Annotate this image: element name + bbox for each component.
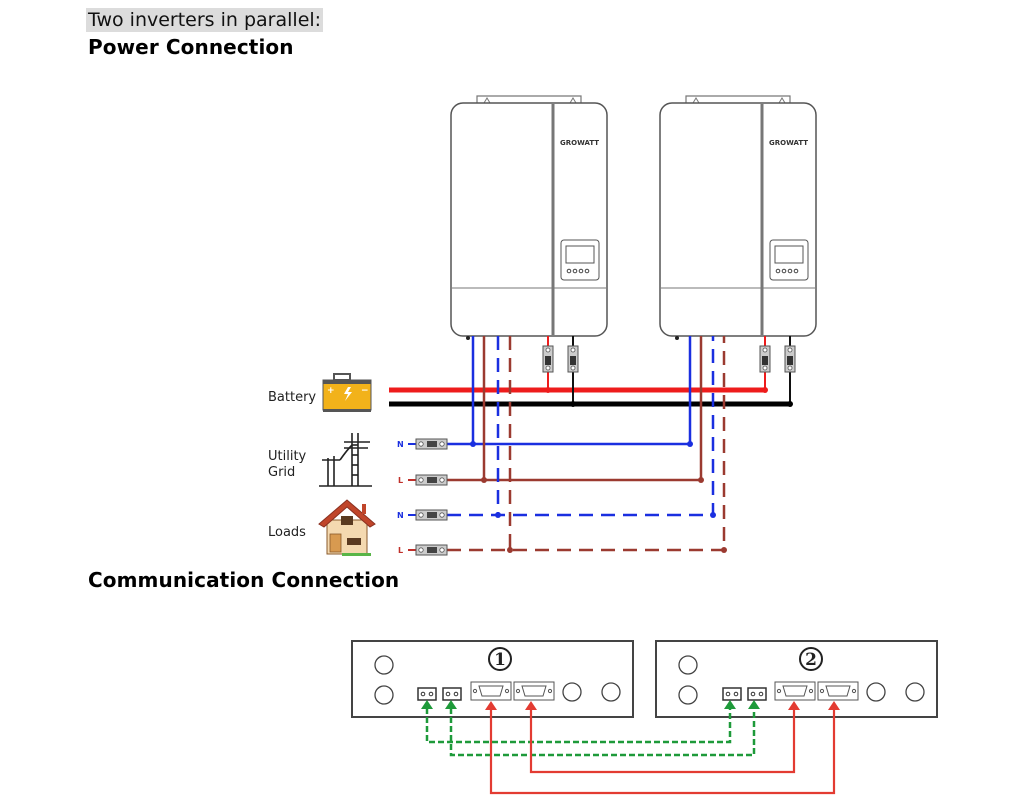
communication-connection-heading: Communication Connection (88, 568, 400, 592)
ground-terminal (675, 336, 679, 340)
svg-text:+: + (327, 386, 335, 396)
sync-port (722, 687, 742, 701)
dc-breaker (567, 345, 579, 373)
dc-breaker (759, 345, 771, 373)
power-connection-heading: Power Connection (88, 35, 294, 59)
current-cable-2 (489, 708, 836, 795)
panel-number-circle (488, 647, 512, 671)
bracket-hooks (692, 97, 786, 104)
panel-number: 1 (494, 650, 506, 670)
button-icon (781, 268, 787, 274)
panel-number-circle (799, 647, 823, 671)
inverter-body (450, 102, 608, 337)
mounting-bracket (685, 95, 791, 103)
sync-arrow-icons (421, 700, 760, 709)
grid-neutral-label: N (397, 440, 404, 449)
button-icon (793, 268, 799, 274)
load-neutral-label: N (397, 511, 404, 520)
brand-logo: GROWATT (560, 139, 599, 147)
utility-label-line1: Utility (268, 449, 307, 464)
port-hole (562, 682, 582, 702)
load-line-label: L (398, 546, 403, 555)
dc-breaker (542, 345, 554, 373)
db9-port (513, 681, 555, 701)
utility-pole-icon (319, 433, 372, 487)
sync-cable-2 (449, 708, 756, 757)
port-hole (905, 682, 925, 702)
brand-logo: GROWATT (769, 139, 808, 147)
utility-label-line2: Grid (268, 465, 295, 480)
comm-panel-2: 2 (655, 640, 938, 718)
ac-breaker-grid-l (408, 474, 448, 486)
grid-line-label: L (398, 476, 403, 485)
battery-icon: + − (322, 373, 372, 412)
battery-negative-bus (389, 336, 793, 407)
ac-breaker-load-n (408, 509, 448, 521)
port-hole (374, 685, 394, 705)
dc-breaker (784, 345, 796, 373)
inverter-1: GROWATT (450, 95, 608, 340)
house-icon (318, 499, 376, 556)
port-hole (601, 682, 621, 702)
button-icon (578, 268, 584, 274)
ground-terminal (466, 336, 470, 340)
load-neutral-wire (447, 336, 715, 517)
svg-text:−: − (361, 386, 369, 396)
ac-breaker-load-l (408, 544, 448, 556)
db9-port (774, 681, 816, 701)
battery-positive-bus (389, 336, 768, 393)
db9-port (817, 681, 859, 701)
button-icon (584, 268, 590, 274)
button-icon (787, 268, 793, 274)
panel-number: 2 (805, 650, 817, 670)
inverter-2: GROWATT (659, 95, 817, 340)
port-hole (374, 655, 394, 675)
bracket-hooks (483, 97, 577, 104)
current-cable-1 (529, 708, 796, 774)
sync-port (417, 687, 437, 701)
button-icon (572, 268, 578, 274)
button-icon (566, 268, 572, 274)
port-hole (678, 655, 698, 675)
port-hole (866, 682, 886, 702)
mounting-bracket (476, 95, 582, 103)
port-hole (678, 685, 698, 705)
lcd-display (560, 239, 600, 281)
intro-text: Two inverters in parallel: (86, 8, 324, 32)
sync-cable-1 (425, 708, 732, 744)
sync-port (747, 687, 767, 701)
ac-breaker-grid-n (408, 438, 448, 450)
sync-port (442, 687, 462, 701)
loads-label: Loads (268, 525, 306, 540)
inverter-body (659, 102, 817, 337)
lcd-display (769, 239, 809, 281)
db9-port (470, 681, 512, 701)
button-icon (775, 268, 781, 274)
battery-label: Battery (268, 390, 316, 405)
